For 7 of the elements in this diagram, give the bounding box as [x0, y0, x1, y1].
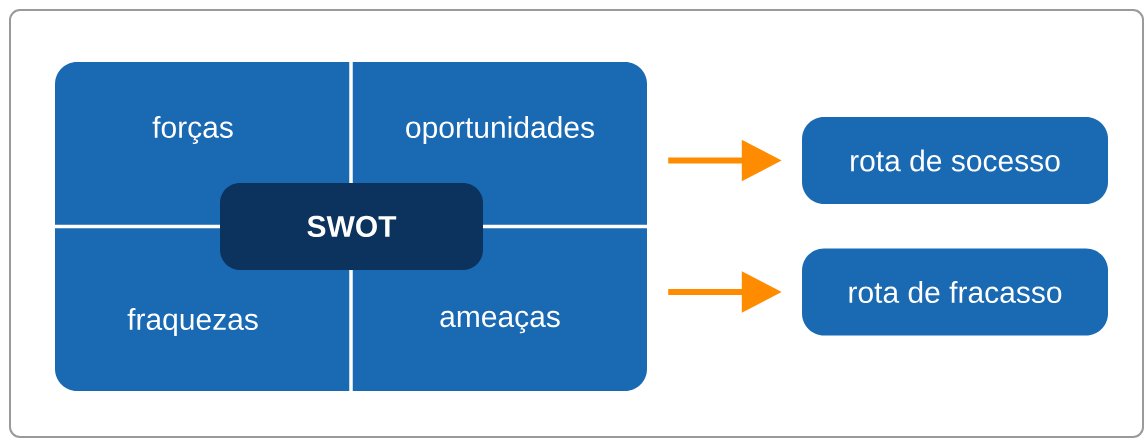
quadrant-label: fraquezas: [127, 308, 258, 336]
quadrant-label: ameaças: [440, 310, 560, 334]
swot-badge: SWOT: [220, 183, 483, 270]
route-box: rota de fracasso: [802, 248, 1108, 336]
quadrant-label: forças: [152, 115, 233, 144]
quadrant-label: oportunidades: [406, 116, 594, 144]
route-box: rota de socesso: [802, 117, 1108, 204]
